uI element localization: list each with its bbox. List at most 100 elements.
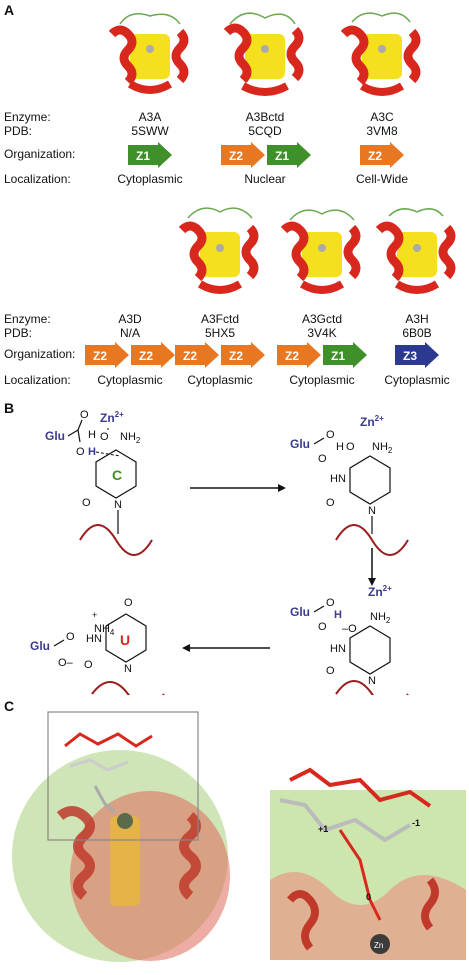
svg-text:N: N: [124, 663, 132, 675]
mechanism-step-3: Glu O O H Zn2+ NH2 –O HN O N: [290, 584, 409, 695]
svg-text:Z2: Z2: [139, 349, 153, 363]
active-site-zoom: +1 -1 0 Zn: [270, 760, 466, 960]
position-minus-one: -1: [412, 818, 420, 828]
svg-text:+: +: [92, 610, 97, 620]
zone-arrows: Z2 Z1: [277, 342, 367, 368]
svg-text:Zn2+: Zn2+: [100, 410, 124, 425]
svg-text:N: N: [114, 499, 122, 511]
protein-structure-a3fctd: [178, 207, 259, 294]
zone-arrow-z1: Z1: [128, 142, 172, 168]
protein-structure-a3c: [340, 12, 421, 96]
svg-text:O: O: [318, 453, 327, 465]
surface-overview: [0, 706, 240, 970]
pdb-label-top: PDB:: [4, 124, 33, 138]
svg-text:O: O: [326, 429, 335, 441]
svg-text:Glu: Glu: [45, 429, 65, 443]
svg-text:Z2: Z2: [93, 349, 107, 363]
svg-text:N: N: [368, 505, 376, 517]
zone-arrows: Z2 Z2: [175, 342, 265, 368]
panel-c-label: C: [4, 698, 15, 714]
svg-text:HN: HN: [330, 473, 346, 485]
localization: Cytoplasmic: [97, 373, 163, 387]
svg-text:U: U: [120, 632, 130, 648]
svg-text:Zn2+: Zn2+: [368, 584, 392, 599]
svg-text:Z2: Z2: [183, 349, 197, 363]
pdb-id: 5HX5: [204, 326, 236, 340]
pdb-id: 5SWW: [131, 124, 169, 138]
svg-text:H: H: [334, 609, 342, 621]
svg-text:O: O: [124, 597, 133, 609]
pdb-id: 3VM8: [366, 124, 398, 138]
svg-text:O: O: [326, 665, 335, 677]
localization: Cytoplasmic: [187, 373, 253, 387]
svg-text:O: O: [346, 441, 355, 453]
panel-b-label: B: [4, 400, 15, 416]
svg-text:–O: –O: [342, 623, 357, 635]
position-plus-one: +1: [318, 824, 328, 834]
pdb-id: 3V4K: [307, 326, 337, 340]
svg-text:Z2: Z2: [285, 349, 299, 363]
svg-text:N: N: [368, 675, 376, 687]
svg-text:O: O: [326, 597, 335, 609]
mechanism-step-1: Glu O O H Zn2+ H O NH2 C N O: [45, 410, 153, 556]
svg-text:Z1: Z1: [136, 149, 150, 163]
svg-text:H: H: [336, 441, 344, 453]
pdb-id: 6B0B: [402, 326, 432, 340]
svg-text:Glu: Glu: [290, 437, 310, 451]
active-site-structure: +1 -1 0 Zn: [270, 767, 466, 960]
localization: Cell-Wide: [355, 172, 408, 186]
svg-text:O: O: [326, 497, 335, 509]
localization-label-bottom: Localization:: [4, 373, 71, 387]
svg-text:NH2: NH2: [370, 611, 391, 625]
zone-arrows: Z2 Z2: [85, 342, 175, 368]
svg-text:O–: O–: [58, 657, 74, 669]
protein-surface-overview: [12, 711, 230, 962]
enzyme-column-a3gctd: A3Gctd 3V4K Z2 Z1 Cytoplasmic: [272, 200, 372, 398]
protein-structure-a3bctd: [223, 12, 304, 96]
zone-arrows: Z2 Z1: [221, 142, 311, 168]
organization-label-bottom: Organization:: [4, 347, 76, 361]
enzyme-name: A3Bctd: [245, 110, 285, 124]
enzyme-column-a3bctd: A3Bctd 5CQD Z2 Z1 Nuclear: [215, 4, 315, 194]
protein-structure-a3a: [108, 13, 189, 94]
pdb-id: 5CQD: [248, 124, 282, 138]
svg-text:C: C: [112, 467, 122, 483]
localization: Cytoplasmic: [289, 373, 355, 387]
svg-text:Glu: Glu: [30, 639, 50, 653]
svg-text:Z2: Z2: [229, 149, 243, 163]
svg-text:NH2: NH2: [120, 431, 141, 445]
position-zero: 0: [366, 892, 371, 902]
enzyme-label-bottom: Enzyme:: [4, 312, 51, 326]
mechanism-step-2: Glu O O Zn2+ H O NH2 HN O N: [290, 414, 409, 556]
pdb-label-bottom: PDB:: [4, 326, 33, 340]
panel-a-label: A: [4, 2, 15, 18]
enzyme-name: A3D: [118, 312, 142, 326]
svg-text:NH2: NH2: [372, 441, 393, 455]
svg-text:Z3: Z3: [403, 349, 417, 363]
svg-text:HN: HN: [330, 643, 346, 655]
enzyme-name: A3C: [370, 110, 394, 124]
svg-text:Z2: Z2: [229, 349, 243, 363]
enzyme-column-a3a: A3A 5SWW Z1 Cytoplasmic: [100, 4, 200, 194]
localization: Cytoplasmic: [384, 373, 450, 387]
localization: Nuclear: [244, 172, 286, 186]
zone-arrow-z2: Z2: [360, 142, 404, 168]
svg-text:H: H: [88, 446, 96, 458]
pdb-id: N/A: [119, 326, 140, 340]
svg-text:O: O: [76, 446, 85, 458]
enzyme-name: A3Fctd: [200, 312, 239, 326]
organization-label-top: Organization:: [4, 147, 76, 161]
localization-label-top: Localization:: [4, 172, 71, 186]
svg-text:Z1: Z1: [275, 149, 289, 163]
enzyme-column-a3c: A3C 3VM8 Z2 Cell-Wide: [332, 4, 432, 194]
protein-structure-a3gctd: [280, 209, 361, 294]
zoom-box: [47, 711, 199, 841]
enzyme-column-a3fctd: A3Fctd 5HX5 Z2 Z2 Cytoplasmic: [170, 200, 270, 398]
deamination-mechanism: Glu O O H Zn2+ H O NH2 C N O Glu O O Zn2…: [30, 410, 409, 695]
svg-text:O: O: [80, 410, 89, 421]
localization: Cytoplasmic: [117, 172, 183, 186]
enzyme-name: A3H: [405, 312, 429, 326]
svg-text:O: O: [318, 621, 327, 633]
svg-text:HN: HN: [86, 633, 102, 645]
enzyme-column-a3d: A3D N/A Z2 Z2 Cytoplasmic: [80, 308, 180, 398]
